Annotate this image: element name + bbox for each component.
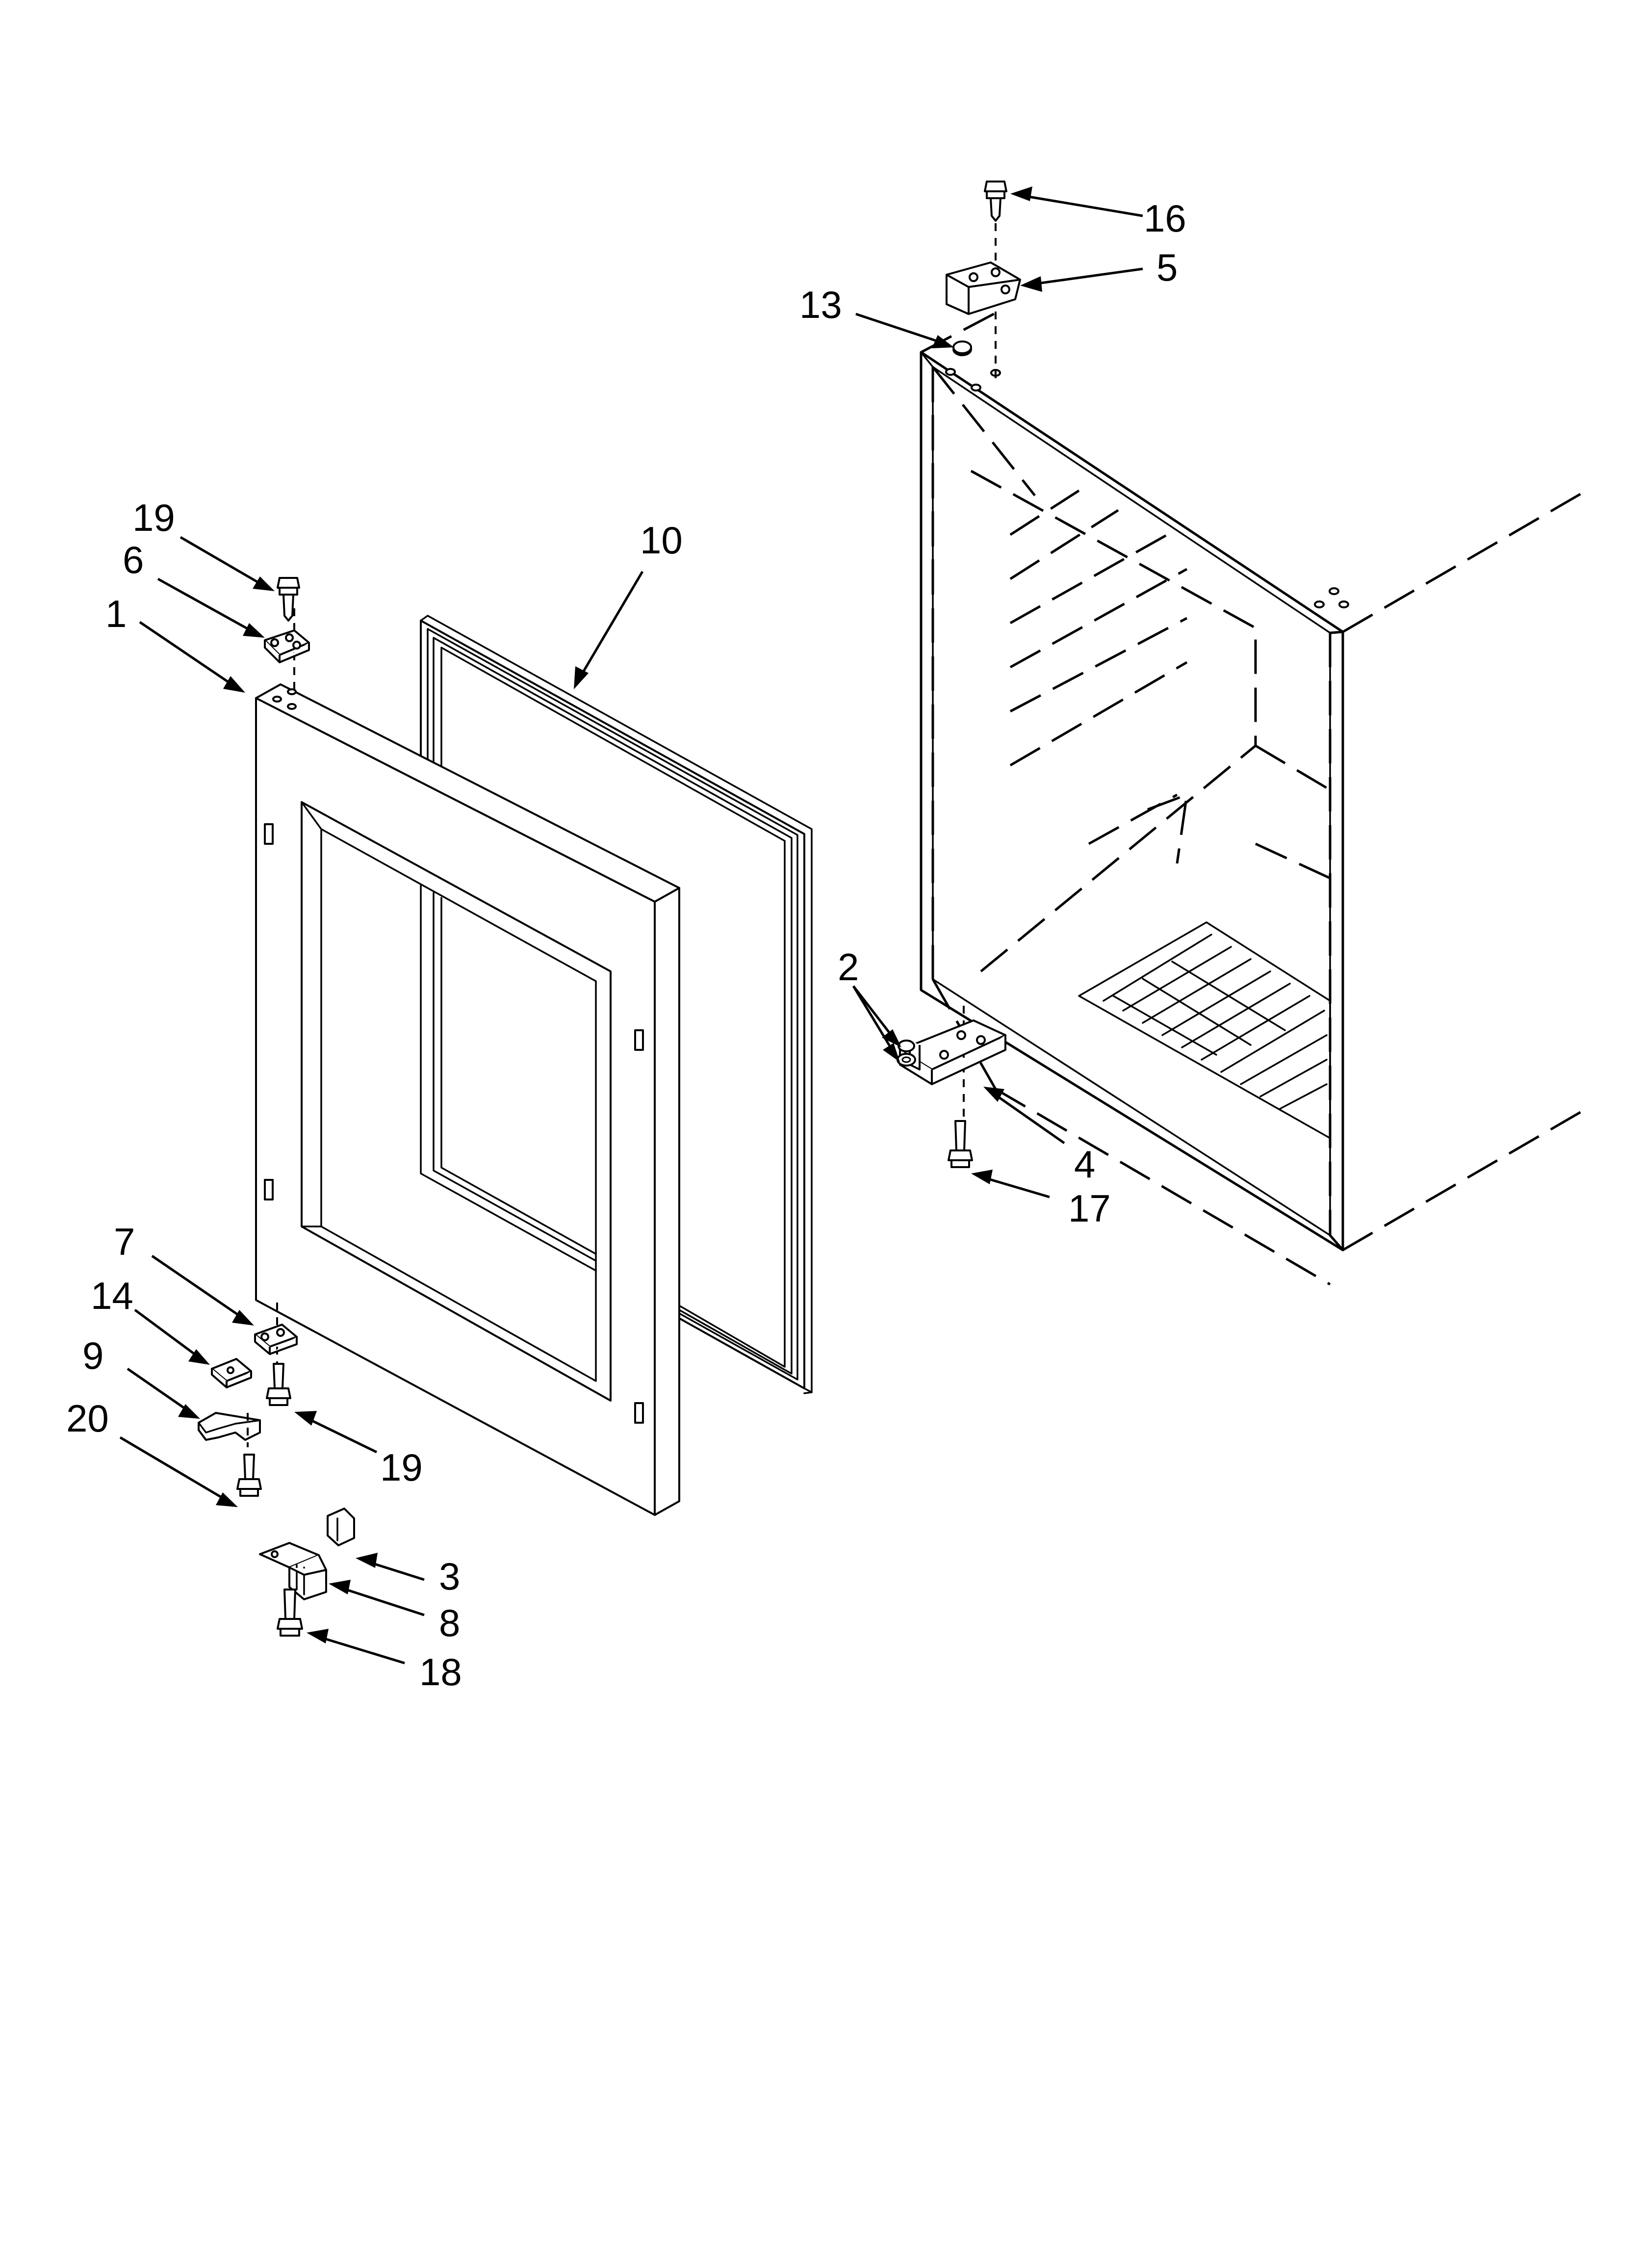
callout-10: 10 bbox=[640, 519, 683, 562]
cabinet-top-holes bbox=[945, 348, 1349, 608]
callout-1: 1 bbox=[105, 592, 127, 635]
callout-2: 2 bbox=[838, 945, 859, 989]
screw-part-16 bbox=[984, 181, 1007, 222]
callout-4: 4 bbox=[1074, 1143, 1095, 1186]
callout-8: 8 bbox=[439, 1601, 460, 1644]
callout-17: 17 bbox=[1068, 1187, 1111, 1230]
bracket-part-8 bbox=[259, 1542, 327, 1600]
shim-part-14 bbox=[211, 1358, 252, 1388]
callout-19-top: 19 bbox=[132, 496, 175, 539]
callout-7: 7 bbox=[114, 1220, 135, 1263]
screw-part-19-top bbox=[277, 577, 300, 622]
door-frame-part-1 bbox=[255, 683, 680, 1516]
callout-20: 20 bbox=[66, 1397, 109, 1440]
washer-part-13 bbox=[952, 340, 972, 356]
callout-3: 3 bbox=[439, 1555, 460, 1598]
callout-13: 13 bbox=[799, 283, 842, 326]
screw-part-17 bbox=[948, 1120, 973, 1168]
callout-16: 16 bbox=[1144, 197, 1186, 240]
upper-hinge-part-5 bbox=[946, 209, 1021, 383]
callouts: 16 5 13 19 10 6 1 2 4 bbox=[66, 186, 1186, 1694]
cabinet-assembly bbox=[920, 312, 1589, 1286]
screw-part-19-bottom bbox=[266, 1363, 291, 1406]
stop-bracket-part-9 bbox=[198, 1412, 261, 1447]
callout-18: 18 bbox=[419, 1650, 462, 1694]
callout-19-bottom: 19 bbox=[380, 1446, 423, 1489]
door-bottom-hinge-part-7 bbox=[254, 1303, 298, 1374]
screw-part-18 bbox=[277, 1589, 303, 1637]
callout-6: 6 bbox=[123, 538, 144, 581]
lower-hinge-part-4 bbox=[899, 1006, 1006, 1158]
callout-5: 5 bbox=[1156, 246, 1178, 289]
cover-part-3 bbox=[327, 1508, 355, 1546]
callout-9: 9 bbox=[82, 1334, 103, 1377]
door-top-hinge-part-6 bbox=[264, 608, 310, 697]
screw-part-20 bbox=[236, 1454, 262, 1497]
callout-14: 14 bbox=[91, 1274, 133, 1317]
vent-grille bbox=[1078, 921, 1331, 1139]
